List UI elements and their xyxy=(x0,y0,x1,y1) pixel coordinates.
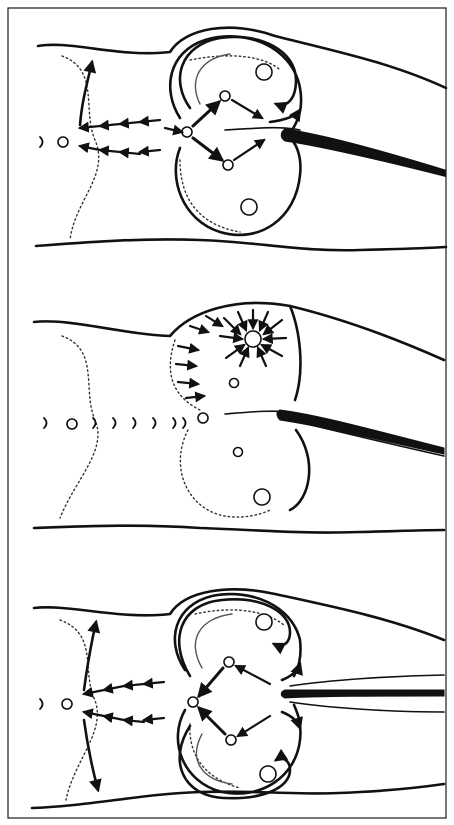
cleft-lower-line xyxy=(290,702,444,712)
head-lobe-lower xyxy=(290,430,309,510)
arrow-right-to-upper xyxy=(236,666,270,684)
flow-arrow xyxy=(120,122,140,124)
flow-arrow xyxy=(226,345,244,358)
flow-arrow xyxy=(224,318,240,334)
tick-mark xyxy=(93,418,96,428)
flow-arrow xyxy=(104,716,124,720)
node-large-upper xyxy=(256,64,272,80)
node-center-left xyxy=(67,419,77,429)
flow-arrow xyxy=(238,312,246,330)
flow-arrow xyxy=(124,684,144,686)
node-center xyxy=(188,697,198,707)
node-upper xyxy=(220,91,230,101)
flow-arrow xyxy=(264,320,282,334)
node-center-left xyxy=(62,699,72,709)
arrow-upper-to-center xyxy=(199,668,223,696)
flow-arrow xyxy=(178,382,198,384)
flow-arrow xyxy=(190,326,208,332)
node-large-lower xyxy=(254,489,270,505)
node-lower xyxy=(223,160,233,170)
arrow-field-top xyxy=(80,120,182,154)
flow-arrow xyxy=(206,316,222,326)
flow-arrow xyxy=(258,348,266,366)
arrow-right-to-lower xyxy=(238,716,270,736)
flow-arrow xyxy=(165,128,182,132)
node-upper xyxy=(224,657,234,667)
tick-mark xyxy=(183,418,186,428)
cleft-lower-line xyxy=(290,420,444,456)
tick-row xyxy=(44,418,186,428)
node-lower xyxy=(226,735,236,745)
body-outline-upper xyxy=(34,589,444,640)
tick-mark xyxy=(113,418,116,428)
dotted-outline-right-bottom xyxy=(180,430,270,517)
panel-middle xyxy=(34,303,444,533)
tick-mark xyxy=(40,137,43,147)
flow-left-downward xyxy=(84,720,98,790)
panel-bottom xyxy=(32,589,444,808)
body-outline-lower xyxy=(34,526,444,533)
node-upper-small xyxy=(230,379,239,388)
arrow-upper-right xyxy=(232,100,262,118)
flow-arrow xyxy=(186,396,204,398)
node-large-upper xyxy=(256,614,272,630)
flow-arrow xyxy=(140,120,160,122)
flow-arrow xyxy=(100,124,120,126)
head-lobe-upper xyxy=(290,306,300,400)
flow-arrow xyxy=(144,718,164,720)
flow-arrow xyxy=(176,364,196,366)
tick-mark xyxy=(173,418,176,428)
flow-arrow xyxy=(264,338,286,339)
tick-mark xyxy=(44,418,47,428)
midline-cleft xyxy=(277,410,444,454)
node-center-left xyxy=(58,137,68,147)
body-outline-lower xyxy=(36,239,446,250)
node-center xyxy=(198,413,208,423)
arrow-center-to-upper xyxy=(193,102,219,126)
node-large-upper xyxy=(245,331,261,347)
tick-mark xyxy=(133,418,136,428)
flow-arrow xyxy=(140,150,160,152)
flow-arrow xyxy=(124,720,144,722)
tick-mark xyxy=(153,418,156,428)
arrow-center-to-lower xyxy=(193,138,222,160)
cleft-upper-line xyxy=(290,675,444,686)
node-lower-small xyxy=(234,448,243,457)
flow-arrow xyxy=(220,336,242,339)
flow-left-upward xyxy=(80,62,92,125)
tick-mark xyxy=(40,699,43,709)
flow-arrow xyxy=(84,690,104,694)
flow-right-curl xyxy=(270,110,300,122)
arrow-lower-right xyxy=(234,140,264,160)
flow-arrow xyxy=(80,126,100,128)
flow-arrow xyxy=(100,150,120,152)
flow-arrow xyxy=(144,682,164,684)
node-center xyxy=(182,127,192,137)
flow-arrow xyxy=(84,712,104,716)
dotted-outline-lower xyxy=(180,160,240,232)
node-large-lower xyxy=(260,766,276,782)
head-lobe-lower xyxy=(176,140,301,235)
flow-arrow xyxy=(240,348,248,366)
flow-arrow xyxy=(178,346,198,350)
flow-arrow xyxy=(262,345,282,356)
head-lobe-upper xyxy=(175,594,301,676)
flow-arrow xyxy=(104,686,124,690)
arrow-lower-to-center xyxy=(199,708,225,734)
flow-arrow xyxy=(120,152,140,154)
dotted-outline-left xyxy=(60,336,98,518)
flow-arrow xyxy=(260,312,268,330)
midline-cleft xyxy=(281,690,444,698)
panel-top xyxy=(36,28,446,251)
midline-cleft xyxy=(281,129,445,176)
node-large-lower xyxy=(241,199,257,215)
